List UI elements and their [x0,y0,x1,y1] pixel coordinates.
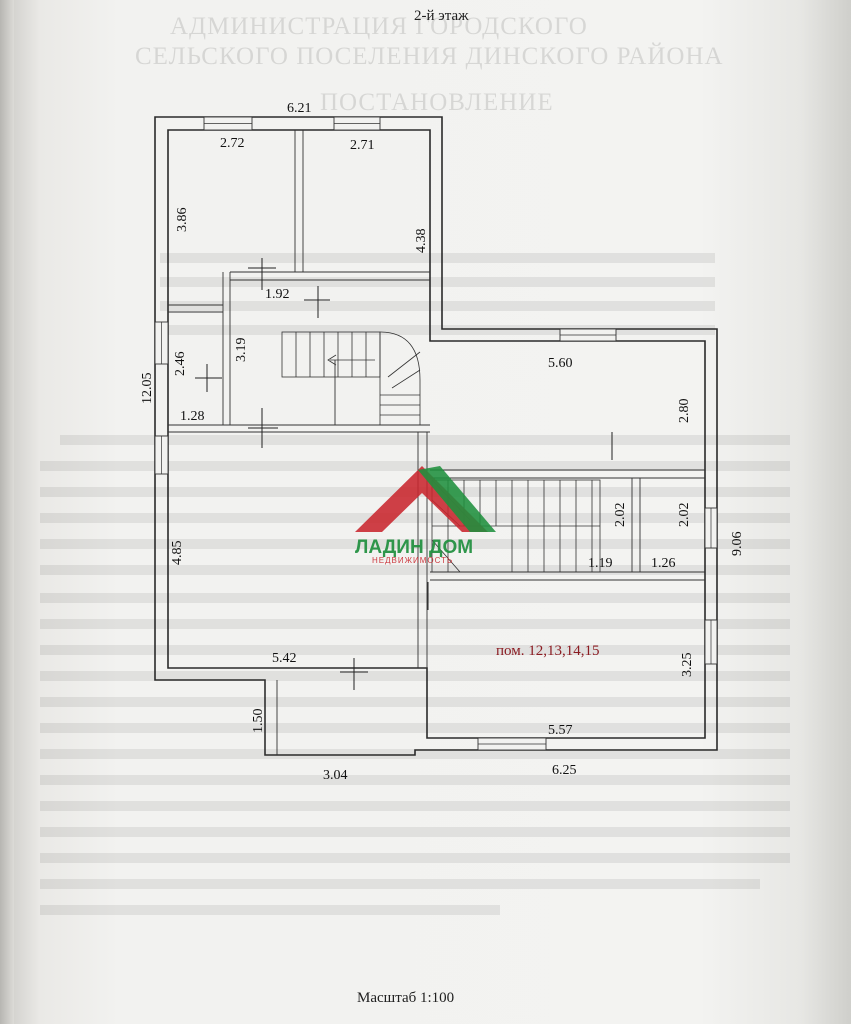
dim-right-upper-height: 2.80 [677,399,692,424]
dim-left-lower-width: 5.42 [272,651,297,666]
watermark-brand: ЛАДИН ДОМ [355,537,473,558]
dimension-labels: 6.21 2.72 2.71 3.86 4.38 1.92 3.19 2.46 … [140,101,745,783]
dim-hall-height: 3.19 [234,338,249,363]
scale-label: Масштаб 1:100 [357,990,454,1006]
dim-bath-height: 2.46 [173,352,188,377]
watermark-roof-icon [355,466,488,532]
dim-right-upper-width: 5.60 [548,356,573,371]
dim-left-total: 12.05 [140,373,155,405]
dim-room-tl-height: 3.86 [175,208,190,233]
dim-left-lower-height: 4.85 [170,541,185,566]
room-number-label: пом. 12,13,14,15 [496,643,599,659]
dim-right-lower-height: 3.25 [680,653,695,678]
dim-porch-width: 3.04 [323,768,348,783]
dim-bath-width: 1.28 [180,409,205,424]
dim-stair-width-a: 1.19 [588,556,613,571]
door-marks [195,258,613,690]
dim-stair-width-b: 1.26 [651,556,676,571]
watermark-logo: ЛАДИН ДОМ НЕДВИЖИМОСТЬ [355,466,496,565]
outer-walls [154,116,718,756]
inner-walls [168,130,705,668]
dim-hall-width: 1.92 [265,287,290,302]
dim-right-total: 9.06 [730,532,745,557]
windows [154,116,718,751]
dim-bottom-right-width: 6.25 [552,763,577,778]
floor-title: 2-й этаж [414,8,469,24]
dim-room-tl-width: 2.72 [220,136,245,151]
dim-top-width: 6.21 [287,101,312,116]
watermark-chimney-icon [418,466,496,532]
dim-right-lower-width: 5.57 [548,723,573,738]
bleedthrough-text: АДМИНИСТРАЦИЯ ГОРОДСКОГО СЕЛЬСКОГО ПОСЕЛ… [40,13,790,915]
bleed-line-1: АДМИНИСТРАЦИЯ ГОРОДСКОГО [170,13,588,40]
watermark-tagline: НЕДВИЖИМОСТЬ [372,556,453,565]
dim-porch-height: 1.50 [251,709,266,734]
bleed-line-3: ПОСТАНОВЛЕНИЕ [320,89,554,116]
dim-stair-height-a: 2.02 [613,503,628,528]
page-fold-shadow [0,0,14,1024]
bleed-line-2: СЕЛЬСКОГО ПОСЕЛЕНИЯ ДИНСКОГО РАЙОНА [135,42,724,70]
dim-room-tr-height: 4.38 [414,229,429,254]
dim-stair-height-b: 2.02 [677,503,692,528]
stairs-upper [281,331,421,426]
dim-room-tr-width: 2.71 [350,138,375,153]
